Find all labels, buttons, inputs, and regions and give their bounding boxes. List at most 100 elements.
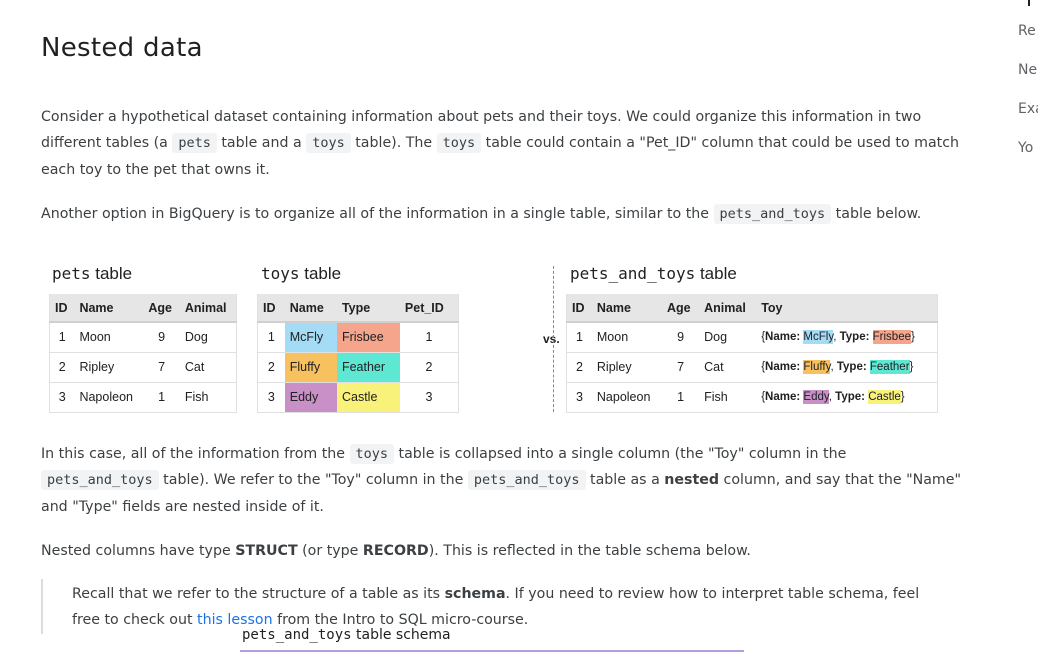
cell: Napoleon xyxy=(591,381,663,412)
cell: Napoleon xyxy=(74,381,144,412)
text: pets_and_toys xyxy=(570,264,696,283)
column-header: Type xyxy=(336,294,400,323)
toc-item[interactable]: Re xyxy=(1018,23,1036,39)
cell: 3 xyxy=(566,381,592,412)
bold-text: nested xyxy=(664,472,720,489)
toy-name-value: Fluffy xyxy=(803,360,831,374)
text: table). The xyxy=(350,135,437,152)
divider xyxy=(553,266,554,412)
text: } xyxy=(909,361,914,373)
text: Nested columns have type xyxy=(41,543,236,559)
text: table schema xyxy=(351,627,451,643)
column-header: ID xyxy=(566,294,592,323)
page-title: Nested data xyxy=(41,33,203,63)
pets-and-toys-table-title: pets_and_toys table xyxy=(570,264,737,284)
toy-name-value: Eddy xyxy=(803,390,829,404)
vs-label: vs. xyxy=(543,332,560,346)
column-header: Name xyxy=(591,294,663,323)
table-header-row: ID Name Age Animal xyxy=(49,294,237,323)
text: table as a xyxy=(585,472,665,489)
cell: Feather xyxy=(336,351,400,382)
toys-table-title: toys table xyxy=(261,264,341,284)
table-row: 3 Napoleon 1 Fish {Name: Eddy, Type: Cas… xyxy=(566,381,938,412)
field-key: Type: xyxy=(839,331,870,344)
cell: Eddy xyxy=(284,381,337,412)
cell: Ripley xyxy=(74,351,144,382)
text: Another option in BigQuery is to organiz… xyxy=(41,206,714,222)
toc-item[interactable]: Exa xyxy=(1018,101,1038,117)
struct-paragraph: Nested columns have type STRUCT (or type… xyxy=(41,538,961,564)
quote-paragraph: Recall that we refer to the structure of… xyxy=(72,581,941,634)
cell: Moon xyxy=(591,321,663,352)
cell: Frisbee xyxy=(336,321,400,352)
this-lesson-link[interactable]: this lesson xyxy=(197,612,273,629)
text: { xyxy=(761,391,766,403)
cell: Cat xyxy=(699,351,757,382)
cell: Fluffy xyxy=(284,351,337,382)
inline-code: pets_and_toys xyxy=(713,204,832,224)
text: table xyxy=(90,264,133,283)
cell: Cat xyxy=(179,351,237,382)
cell: 2 xyxy=(566,351,592,382)
cell: 1 xyxy=(662,381,700,412)
cell: 1 xyxy=(143,381,180,412)
cell: 1 xyxy=(566,321,592,352)
table-row: 2 Ripley 7 Cat {Name: Fluffy, Type: Feat… xyxy=(566,351,938,382)
toy-type-value: Frisbee xyxy=(872,330,911,345)
toy-struct-cell: {Name: Eddy, Type: Castle} xyxy=(756,381,938,412)
text: , xyxy=(833,331,840,344)
toy-type-value: Castle xyxy=(868,390,901,404)
cell: 3 xyxy=(49,381,75,412)
text: table below. xyxy=(831,206,922,222)
cell: 9 xyxy=(662,321,700,352)
table-of-contents: Re Ne Exa Yo xyxy=(1018,0,1038,653)
schema-figure-border xyxy=(240,650,744,652)
text: table xyxy=(695,264,737,283)
bold-text: STRUCT xyxy=(235,543,298,559)
toy-name-value: McFly xyxy=(803,330,834,345)
column-header: Age xyxy=(662,294,700,323)
toy-type-value: Feather xyxy=(869,360,910,374)
table-header-row: ID Name Type Pet_ID xyxy=(257,294,459,323)
cell: 2 xyxy=(399,351,459,382)
text: toys xyxy=(261,264,300,283)
text: } xyxy=(900,391,905,403)
field-key: Type: xyxy=(836,361,867,373)
pets-and-toys-table: ID Name Age Animal Toy 1 Moon 9 Dog {Nam… xyxy=(566,294,938,413)
text: , xyxy=(830,361,837,373)
cell: 9 xyxy=(143,321,180,352)
bold-text: RECORD xyxy=(362,543,429,559)
cell: 1 xyxy=(399,321,459,352)
text: column, and say that the "Name" and "Typ… xyxy=(41,472,961,515)
bold-text: schema xyxy=(444,586,506,602)
text: { xyxy=(761,331,766,344)
toy-struct-cell: {Name: Fluffy, Type: Feather} xyxy=(756,351,938,382)
table-row: 1 Moon 9 Dog {Name: McFly, Type: Frisbee… xyxy=(566,321,938,352)
cell: 1 xyxy=(257,321,285,352)
text: , xyxy=(828,391,836,403)
cell: Ripley xyxy=(591,351,663,382)
pets-table-title: pets table xyxy=(52,264,132,284)
column-header: Animal xyxy=(699,294,757,323)
cell: Fish xyxy=(699,381,757,412)
toc-item[interactable]: Yo xyxy=(1018,140,1034,156)
cell: Fish xyxy=(179,381,237,412)
column-header: Toy xyxy=(756,294,938,323)
schema-caption: pets_and_toys table schema xyxy=(242,627,451,643)
inline-code: pets_and_toys xyxy=(41,470,159,491)
text: (or type xyxy=(297,543,363,559)
toc-item[interactable]: Ne xyxy=(1018,62,1038,78)
text: from the Intro to SQL micro-course. xyxy=(272,612,529,629)
column-header: Age xyxy=(143,294,180,323)
field-key: Type: xyxy=(835,391,865,403)
text: . If you need to review how to interpret… xyxy=(72,586,920,629)
cell: Dog xyxy=(699,321,757,352)
cell: Dog xyxy=(179,321,237,352)
text: In this case, all of the information fro… xyxy=(41,446,350,462)
text: pets xyxy=(52,264,91,283)
